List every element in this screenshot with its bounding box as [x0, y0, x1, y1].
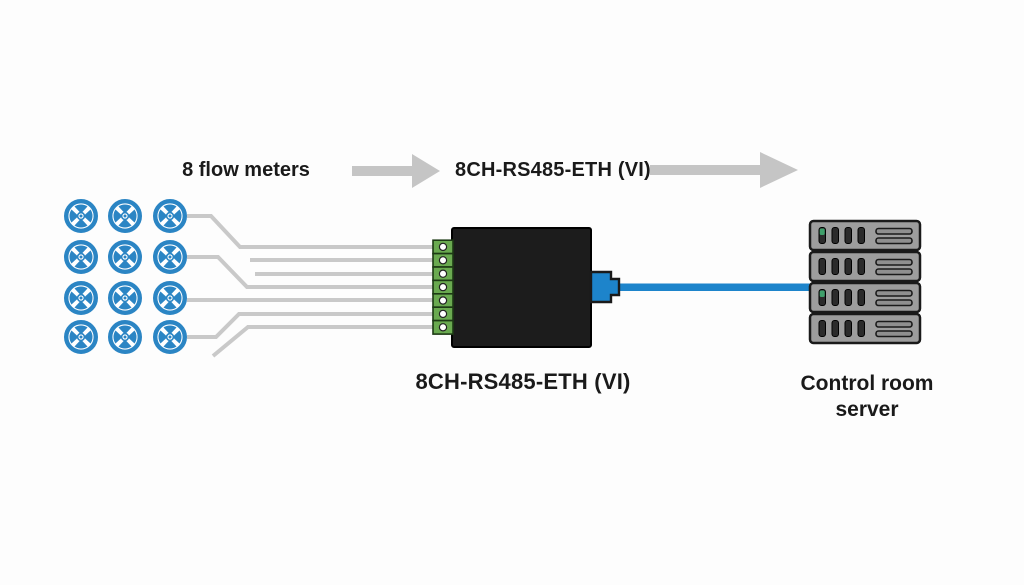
status-led: [819, 290, 825, 297]
terminal-screw: [438, 269, 448, 278]
flow-meter-grid: [66, 201, 185, 352]
converter-header-label: 8CH-RS485-ETH (VI): [455, 159, 651, 181]
terminal-screw: [438, 296, 448, 305]
flow-meter-icon: [110, 322, 140, 352]
flow-meter-icon: [155, 322, 185, 352]
ethernet-cable: [615, 283, 812, 291]
flow-meter-icon: [110, 242, 140, 272]
flow-meter-icon: [110, 283, 140, 313]
terminal-screw: [438, 323, 448, 332]
converter-body: [451, 227, 592, 348]
flow-meter-icon: [66, 322, 96, 352]
server-unit: [808, 219, 922, 252]
terminal-screw: [438, 242, 448, 252]
terminal-screw: [438, 309, 448, 319]
flow-meter-icon: [66, 242, 96, 272]
flow-meters-label: 8 flow meters: [182, 159, 310, 181]
flow-meter-icon: [110, 201, 140, 231]
flow-meter-icon: [155, 283, 185, 313]
flow-meter-icon: [66, 201, 96, 231]
server-caption-line2: server: [835, 398, 899, 421]
ethernet-plug-icon: [589, 270, 621, 304]
terminal-screw: [438, 256, 448, 265]
flow-meter-icon: [155, 242, 185, 272]
status-led: [819, 228, 825, 235]
server-caption: Control room server: [772, 371, 962, 423]
wire: [211, 325, 433, 358]
arrow-right-icon: [650, 152, 798, 188]
server-unit: [808, 281, 922, 314]
arrow-right-icon: [352, 154, 440, 188]
converter-caption: 8CH-RS485-ETH (VI): [415, 369, 631, 394]
terminal-block: [432, 239, 454, 335]
server-unit: [808, 312, 922, 345]
server-unit: [808, 250, 922, 283]
converter-device: [432, 227, 592, 348]
wire: [187, 214, 433, 249]
flow-meter-icon: [66, 283, 96, 313]
wire: [187, 255, 433, 289]
wire: [187, 312, 433, 339]
flow-meter-icon: [155, 201, 185, 231]
server-rack-icon: [808, 219, 922, 345]
terminal-screw: [438, 282, 448, 292]
signal-wires: [187, 214, 433, 358]
server-caption-line1: Control room: [800, 372, 934, 395]
